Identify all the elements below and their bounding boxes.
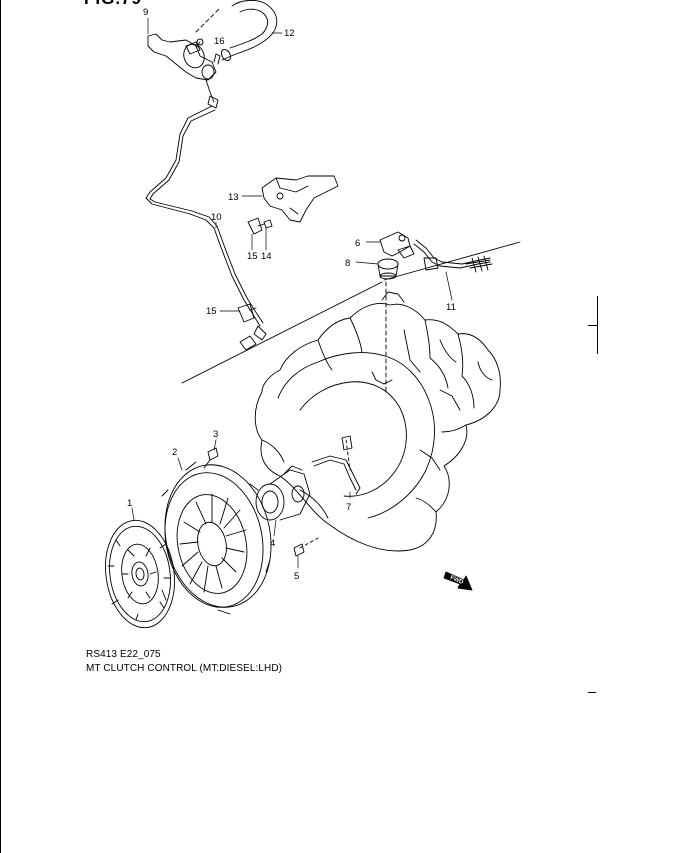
fitting-part-7 (311, 435, 361, 495)
frame-right-tick-cross (588, 325, 598, 326)
callout-10: 10 (211, 212, 222, 223)
release-bearing-part-4 (255, 465, 311, 521)
figure-heading: FIG.79 (84, 0, 142, 9)
callout-11: 11 (446, 302, 456, 313)
clip-part-15-lower (237, 303, 257, 323)
clutch-pipe-part-10 (145, 105, 267, 351)
forward-direction-arrow (443, 571, 473, 591)
callout-labels: 9 12 16 13 10 15 14 15 6 8 11 3 2 1 7 4 … (127, 7, 465, 586)
reservoir-assembly (147, 33, 221, 109)
hose-part-12 (220, 0, 278, 62)
clutch-hose-part-11 (413, 239, 493, 273)
callout-12: 12 (284, 28, 295, 39)
bolt-part-3 (203, 447, 219, 469)
callout-14: 14 (261, 251, 272, 262)
callout-8: 8 (345, 258, 350, 269)
callout-15-lower: 15 (206, 306, 217, 317)
frame-left-border (0, 0, 1, 853)
reference-line-lower (181, 281, 383, 384)
clip-part-15-upper (247, 217, 265, 235)
frame-bottom-dash (588, 692, 596, 693)
locator-line-7 (345, 439, 351, 471)
diagram-title: MT CLUTCH CONTROL (MT:DIESEL:LHD) (86, 663, 283, 674)
callout-5: 5 (294, 571, 299, 582)
clutch-disc-part-1 (105, 519, 175, 629)
bracket-part-13 (261, 175, 339, 223)
clutch-cover-part-2 (161, 461, 272, 615)
locator-line-9 (195, 7, 221, 33)
reference-line-upper (383, 241, 521, 281)
callout-13: 13 (228, 192, 239, 203)
transmission-housing (254, 291, 501, 552)
callout-9: 9 (143, 7, 148, 18)
callout-15-upper: 15 (247, 251, 258, 262)
diagram-code: RS413 E22_075 (86, 649, 161, 660)
bolt-part-5 (293, 543, 305, 557)
callout-1: 1 (127, 498, 132, 509)
callout-16: 16 (214, 36, 225, 47)
callout-7: 7 (346, 502, 351, 513)
callout-3: 3 (213, 429, 218, 440)
connector-part-6 (379, 231, 415, 259)
leader-lines (131, 17, 453, 569)
bolt-part-14 (263, 219, 273, 229)
callout-2: 2 (172, 447, 177, 458)
callout-6: 6 (355, 238, 360, 249)
callout-4: 4 (270, 538, 275, 549)
grommet-part-8 (377, 258, 399, 280)
clip-part-16 (185, 41, 201, 55)
fwd-label: FWD (449, 575, 465, 586)
